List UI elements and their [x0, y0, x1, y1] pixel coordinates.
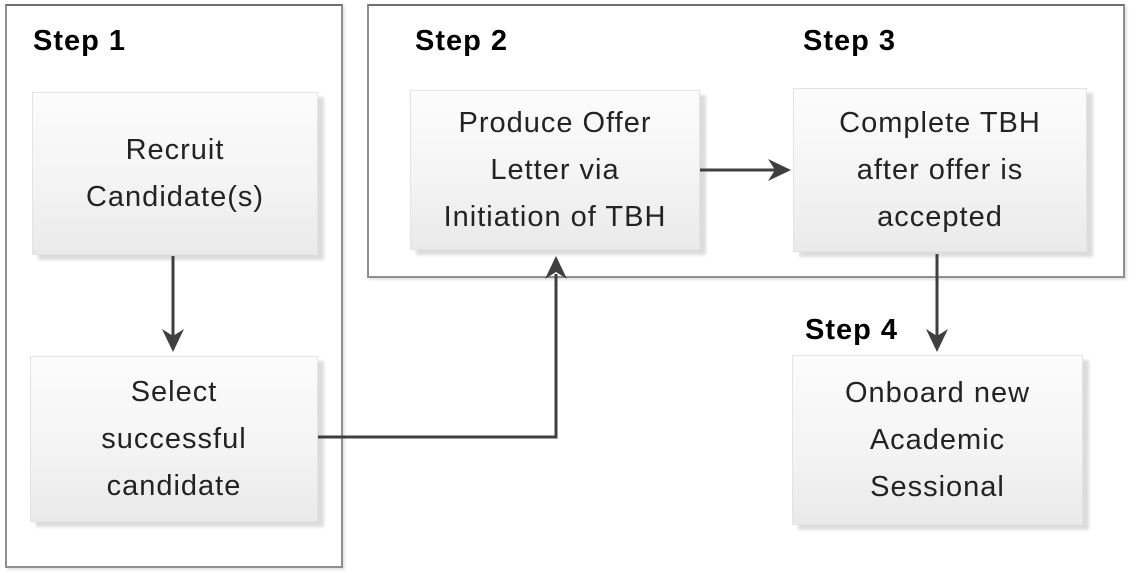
- step-2-heading: Step 2: [415, 25, 509, 57]
- box-onboard-academic-sessional: Onboard new Academic Sessional: [792, 355, 1083, 525]
- box-recruit-candidates: Recruit Candidate(s): [32, 92, 318, 255]
- box-complete-tbh: Complete TBH after offer is accepted: [793, 88, 1087, 252]
- box-produce-offer-letter: Produce Offer Letter via Initiation of T…: [410, 90, 700, 250]
- arrow-select-to-produce: [318, 256, 567, 439]
- box-select-successful-candidate: Select successful candidate: [30, 356, 318, 522]
- step-4-heading: Step 4: [805, 314, 899, 346]
- step-3-heading: Step 3: [803, 25, 897, 57]
- step-1-heading: Step 1: [33, 25, 127, 57]
